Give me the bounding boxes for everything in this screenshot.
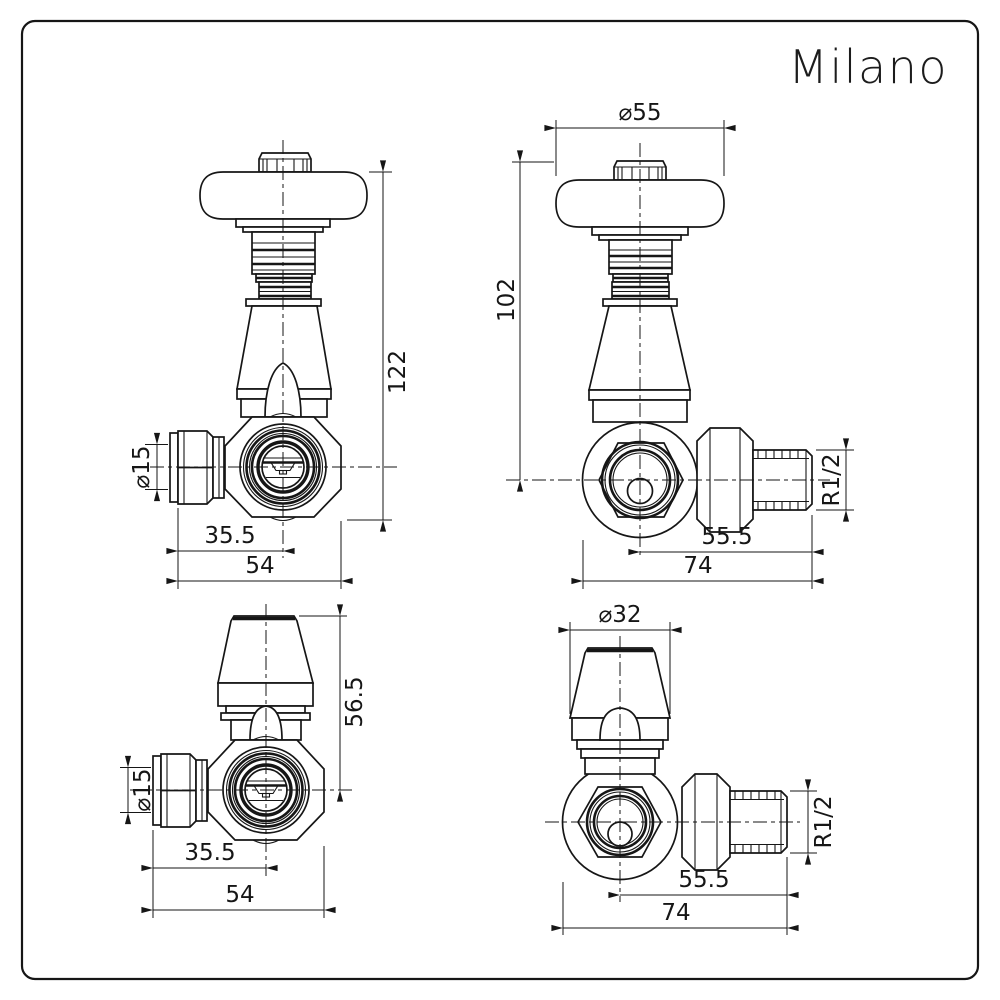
dim-label-inlet-diameter: ⌀15 [130,768,156,811]
dim-label-outlet-thread: R1/2 [819,454,845,507]
dimension-overall-width: 54 [166,521,353,589]
dimension-inlet-to-center: 35.5 [166,508,295,589]
dim-label-overall-height: 122 [385,350,411,394]
dim-label-cap-diameter: ⌀32 [598,602,641,628]
page-border [20,19,980,981]
dimension-inlet-to-center: 35.5 [141,830,278,918]
dimension-outlet-thread: R1/2 [790,779,837,865]
tapered-body [235,305,333,418]
centerlines [130,604,352,876]
dim-label-center-to-outlet: 55.5 [678,867,729,893]
dimension-overall-height: 122 [347,160,411,532]
wheelhead-valve-side-view: ⌀55 102 R1/2 55.5 74 [494,100,854,589]
dimension-head-diameter: ⌀55 [544,100,736,176]
dimension-overall-width: 54 [141,846,336,918]
dim-label-cap-to-center: 56.5 [342,676,368,727]
dim-label-inlet-diameter: ⌀15 [129,445,155,488]
centerlines [545,636,800,902]
lockshield-valve-side-view: ⌀32 R1/2 55.5 74 [545,602,837,935]
body-arch [249,705,283,741]
lockshield-valve-front-view: 56.5 ⌀15 35.5 54 [120,604,368,918]
centerlines [150,140,397,558]
dim-label-inlet-to-center: 35.5 [204,523,255,549]
dim-label-overall-width: 54 [225,882,254,908]
dimension-center-to-outlet: 55.5 [608,857,799,935]
dimension-outlet-thread: R1/2 [816,438,854,522]
dimension-overall-depth: 74 [551,882,799,935]
dimension-overall-depth: 74 [571,540,824,589]
dim-label-head-diameter: ⌀55 [618,100,661,126]
dimension-inlet-diameter: ⌀15 [120,755,156,825]
dimension-inlet-diameter: ⌀15 [129,432,168,502]
dim-label-overall-depth: 74 [683,553,712,579]
valve-cap [258,152,312,173]
male-thread [752,449,813,511]
brand-logo: Milano [788,40,948,94]
dim-label-inlet-to-center: 35.5 [184,840,235,866]
dim-label-overall-depth: 74 [661,900,690,926]
ribbed-neck [245,231,322,307]
dimension-cap-diameter: ⌀32 [558,602,682,714]
dimension-cap-to-center: 56.5 [299,604,368,802]
wheelhead-valve-front-view: 122 ⌀15 35.5 54 [129,140,411,589]
dim-label-overall-width: 54 [245,553,274,579]
dim-label-outlet-thread: R1/2 [811,796,837,849]
dimension-top-to-center: 102 [494,150,554,492]
centerlines [506,143,830,559]
dim-label-top-to-center: 102 [494,278,520,322]
dimension-center-to-outlet: 55.5 [628,515,824,589]
body-arch [264,362,302,418]
dim-label-center-to-outlet: 55.5 [701,524,752,550]
